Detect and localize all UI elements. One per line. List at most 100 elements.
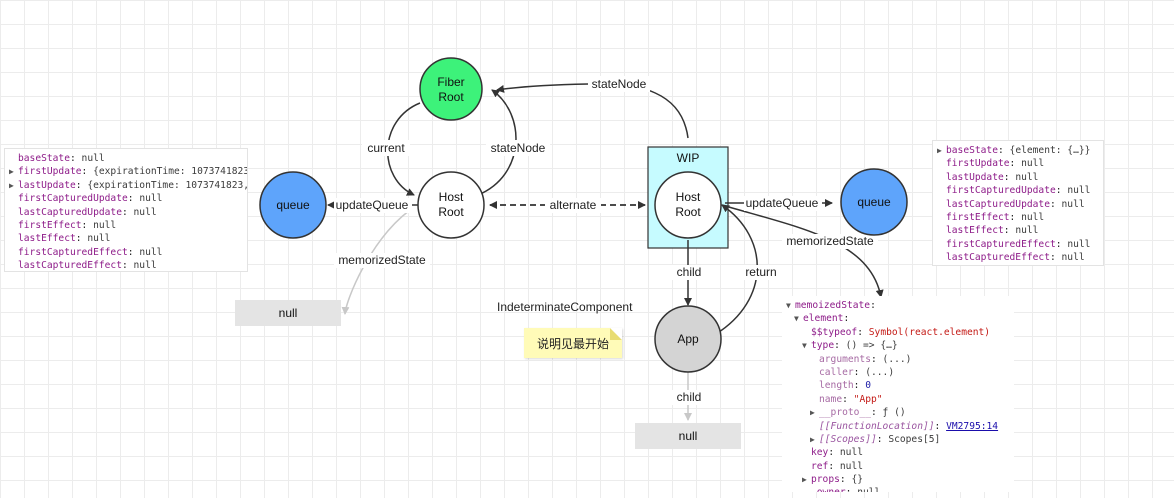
memoized-state-panel: ▼memoizedState: ▼ element: $$typeof: Symb…: [782, 296, 1014, 492]
code-key: firstUpdate: [18, 166, 82, 178]
expanded-triangle-icon[interactable]: ▼: [786, 301, 791, 310]
collapsed-triangle-icon[interactable]: ▶: [9, 167, 14, 177]
code-row[interactable]: ▼memoizedState:: [786, 299, 1010, 312]
code-key: [[FunctionLocation]]: [819, 420, 935, 432]
code-key: baseState: [18, 153, 70, 164]
code-value: "App": [853, 393, 883, 405]
code-key: firstEffect: [18, 219, 82, 231]
svg-text:App: App: [677, 332, 699, 346]
code-colon: :: [870, 407, 883, 419]
code-colon: :: [934, 420, 947, 432]
code-row[interactable]: ▶[[Scopes]]: Scopes[5]: [786, 433, 1010, 446]
code-value[interactable]: VM2795:14: [946, 420, 999, 432]
code-value: () => {…}: [845, 340, 898, 352]
code-value: null: [1067, 238, 1091, 250]
code-colon: :: [1055, 185, 1068, 197]
code-key: lastCapturedUpdate: [946, 198, 1050, 210]
code-row[interactable]: ▼element:: [786, 312, 1010, 325]
sticky-note: 说明见最开始: [524, 328, 622, 358]
code-key: baseState: [946, 145, 998, 156]
label-update-queue-right: updateQueue: [746, 196, 819, 210]
collapsed-triangle-icon[interactable]: ▶: [937, 146, 942, 155]
expanded-triangle-icon[interactable]: ▼: [802, 341, 807, 351]
svg-text:Root: Root: [438, 90, 464, 104]
code-colon: :: [870, 300, 882, 311]
code-row: lastCapturedUpdate: null: [9, 206, 243, 219]
left-queue-panel: baseState: null▶firstUpdate: {expiration…: [4, 148, 248, 272]
code-row[interactable]: ▶props: {}: [786, 473, 1010, 486]
collapsed-triangle-icon[interactable]: ▶: [9, 180, 14, 190]
collapsed-triangle-icon[interactable]: ▶: [802, 475, 807, 485]
code-row: [[FunctionLocation]]: VM2795:14: [786, 420, 1010, 433]
code-key: props: [811, 474, 840, 486]
node-queue-right: queue: [840, 168, 908, 236]
code-key: firstCapturedEffect: [18, 246, 128, 258]
code-colon: :: [997, 145, 1010, 156]
label-memorized-state-right: memorizedState: [786, 234, 874, 248]
code-key: element: [803, 313, 844, 325]
code-value: null: [839, 460, 863, 472]
code-colon: :: [75, 179, 88, 191]
node-null-left: null: [235, 300, 341, 326]
expanded-triangle-icon[interactable]: ▼: [794, 314, 799, 324]
code-row: firstCapturedUpdate: null: [9, 192, 243, 205]
code-colon: :: [1003, 171, 1016, 183]
code-row: baseState: null: [9, 152, 243, 165]
code-key: lastCapturedEffect: [18, 260, 122, 272]
code-colon: :: [81, 219, 94, 231]
code-row: firstUpdate: null: [937, 157, 1099, 170]
node-wip-host-root: Host Root: [654, 171, 722, 239]
label-state-node-left: stateNode: [491, 141, 546, 155]
code-row[interactable]: ▶firstUpdate: {expirationTime: 107374182…: [9, 165, 247, 178]
svg-text:Fiber: Fiber: [437, 75, 464, 89]
code-row: lastCapturedUpdate: null: [937, 198, 1099, 211]
code-row: $$typeof: Symbol(react.element): [786, 326, 1010, 339]
code-row[interactable]: ▶baseState: {element: {…}}: [937, 144, 1099, 157]
svg-text:queue: queue: [857, 195, 891, 209]
code-value: null: [133, 260, 157, 272]
code-row: firstEffect: null: [9, 219, 243, 232]
code-key: firstCapturedEffect: [946, 238, 1056, 250]
code-colon: :: [69, 153, 82, 164]
sticky-note-text: 说明见最开始: [536, 336, 609, 351]
code-key: caller: [819, 366, 854, 378]
code-value: null: [87, 233, 111, 245]
code-colon: :: [81, 166, 94, 178]
code-value: null: [81, 153, 105, 164]
code-colon: :: [121, 206, 134, 218]
code-value: {}: [851, 474, 864, 486]
code-value: 0: [865, 380, 871, 392]
code-colon: :: [828, 447, 840, 459]
code-row: key: null: [786, 446, 1010, 459]
code-colon: :: [127, 246, 140, 258]
code-value: Symbol(react.element): [868, 326, 991, 338]
code-row[interactable]: ▶lastUpdate: {expirationTime: 1073741823…: [9, 179, 247, 192]
code-row: firstEffect: null: [937, 211, 1099, 224]
label-update-queue-left: updateQueue: [336, 198, 409, 212]
code-colon: :: [846, 487, 858, 492]
code-colon: :: [75, 233, 88, 245]
code-row: name: "App": [786, 393, 1010, 406]
code-row[interactable]: ▶__proto__: ƒ (): [786, 406, 1010, 419]
code-value: null: [1061, 198, 1085, 210]
code-key: length: [819, 380, 854, 392]
code-colon: :: [828, 460, 840, 472]
collapsed-triangle-icon[interactable]: ▶: [810, 434, 815, 444]
code-value: null: [1015, 171, 1039, 183]
code-colon: :: [876, 433, 889, 445]
node-queue-left: queue: [259, 171, 327, 239]
code-row: lastCapturedEffect: null: [937, 251, 1099, 264]
label-child: child: [677, 265, 702, 279]
label-memorized-state-left: memorizedState: [338, 253, 426, 267]
code-row: arguments: (...): [786, 353, 1010, 366]
code-value: null: [857, 487, 880, 492]
collapsed-triangle-icon[interactable]: ▶: [810, 408, 815, 418]
code-row[interactable]: ▼type: () => {…}: [786, 339, 1010, 352]
code-value: (...): [882, 353, 912, 365]
label-state-node-top: stateNode: [592, 77, 647, 91]
svg-text:Root: Root: [675, 205, 701, 219]
code-key: arguments: [819, 353, 871, 365]
node-host-root: Host Root: [417, 171, 485, 239]
code-value: null: [133, 206, 157, 218]
code-key: $$typeof: [811, 326, 858, 338]
